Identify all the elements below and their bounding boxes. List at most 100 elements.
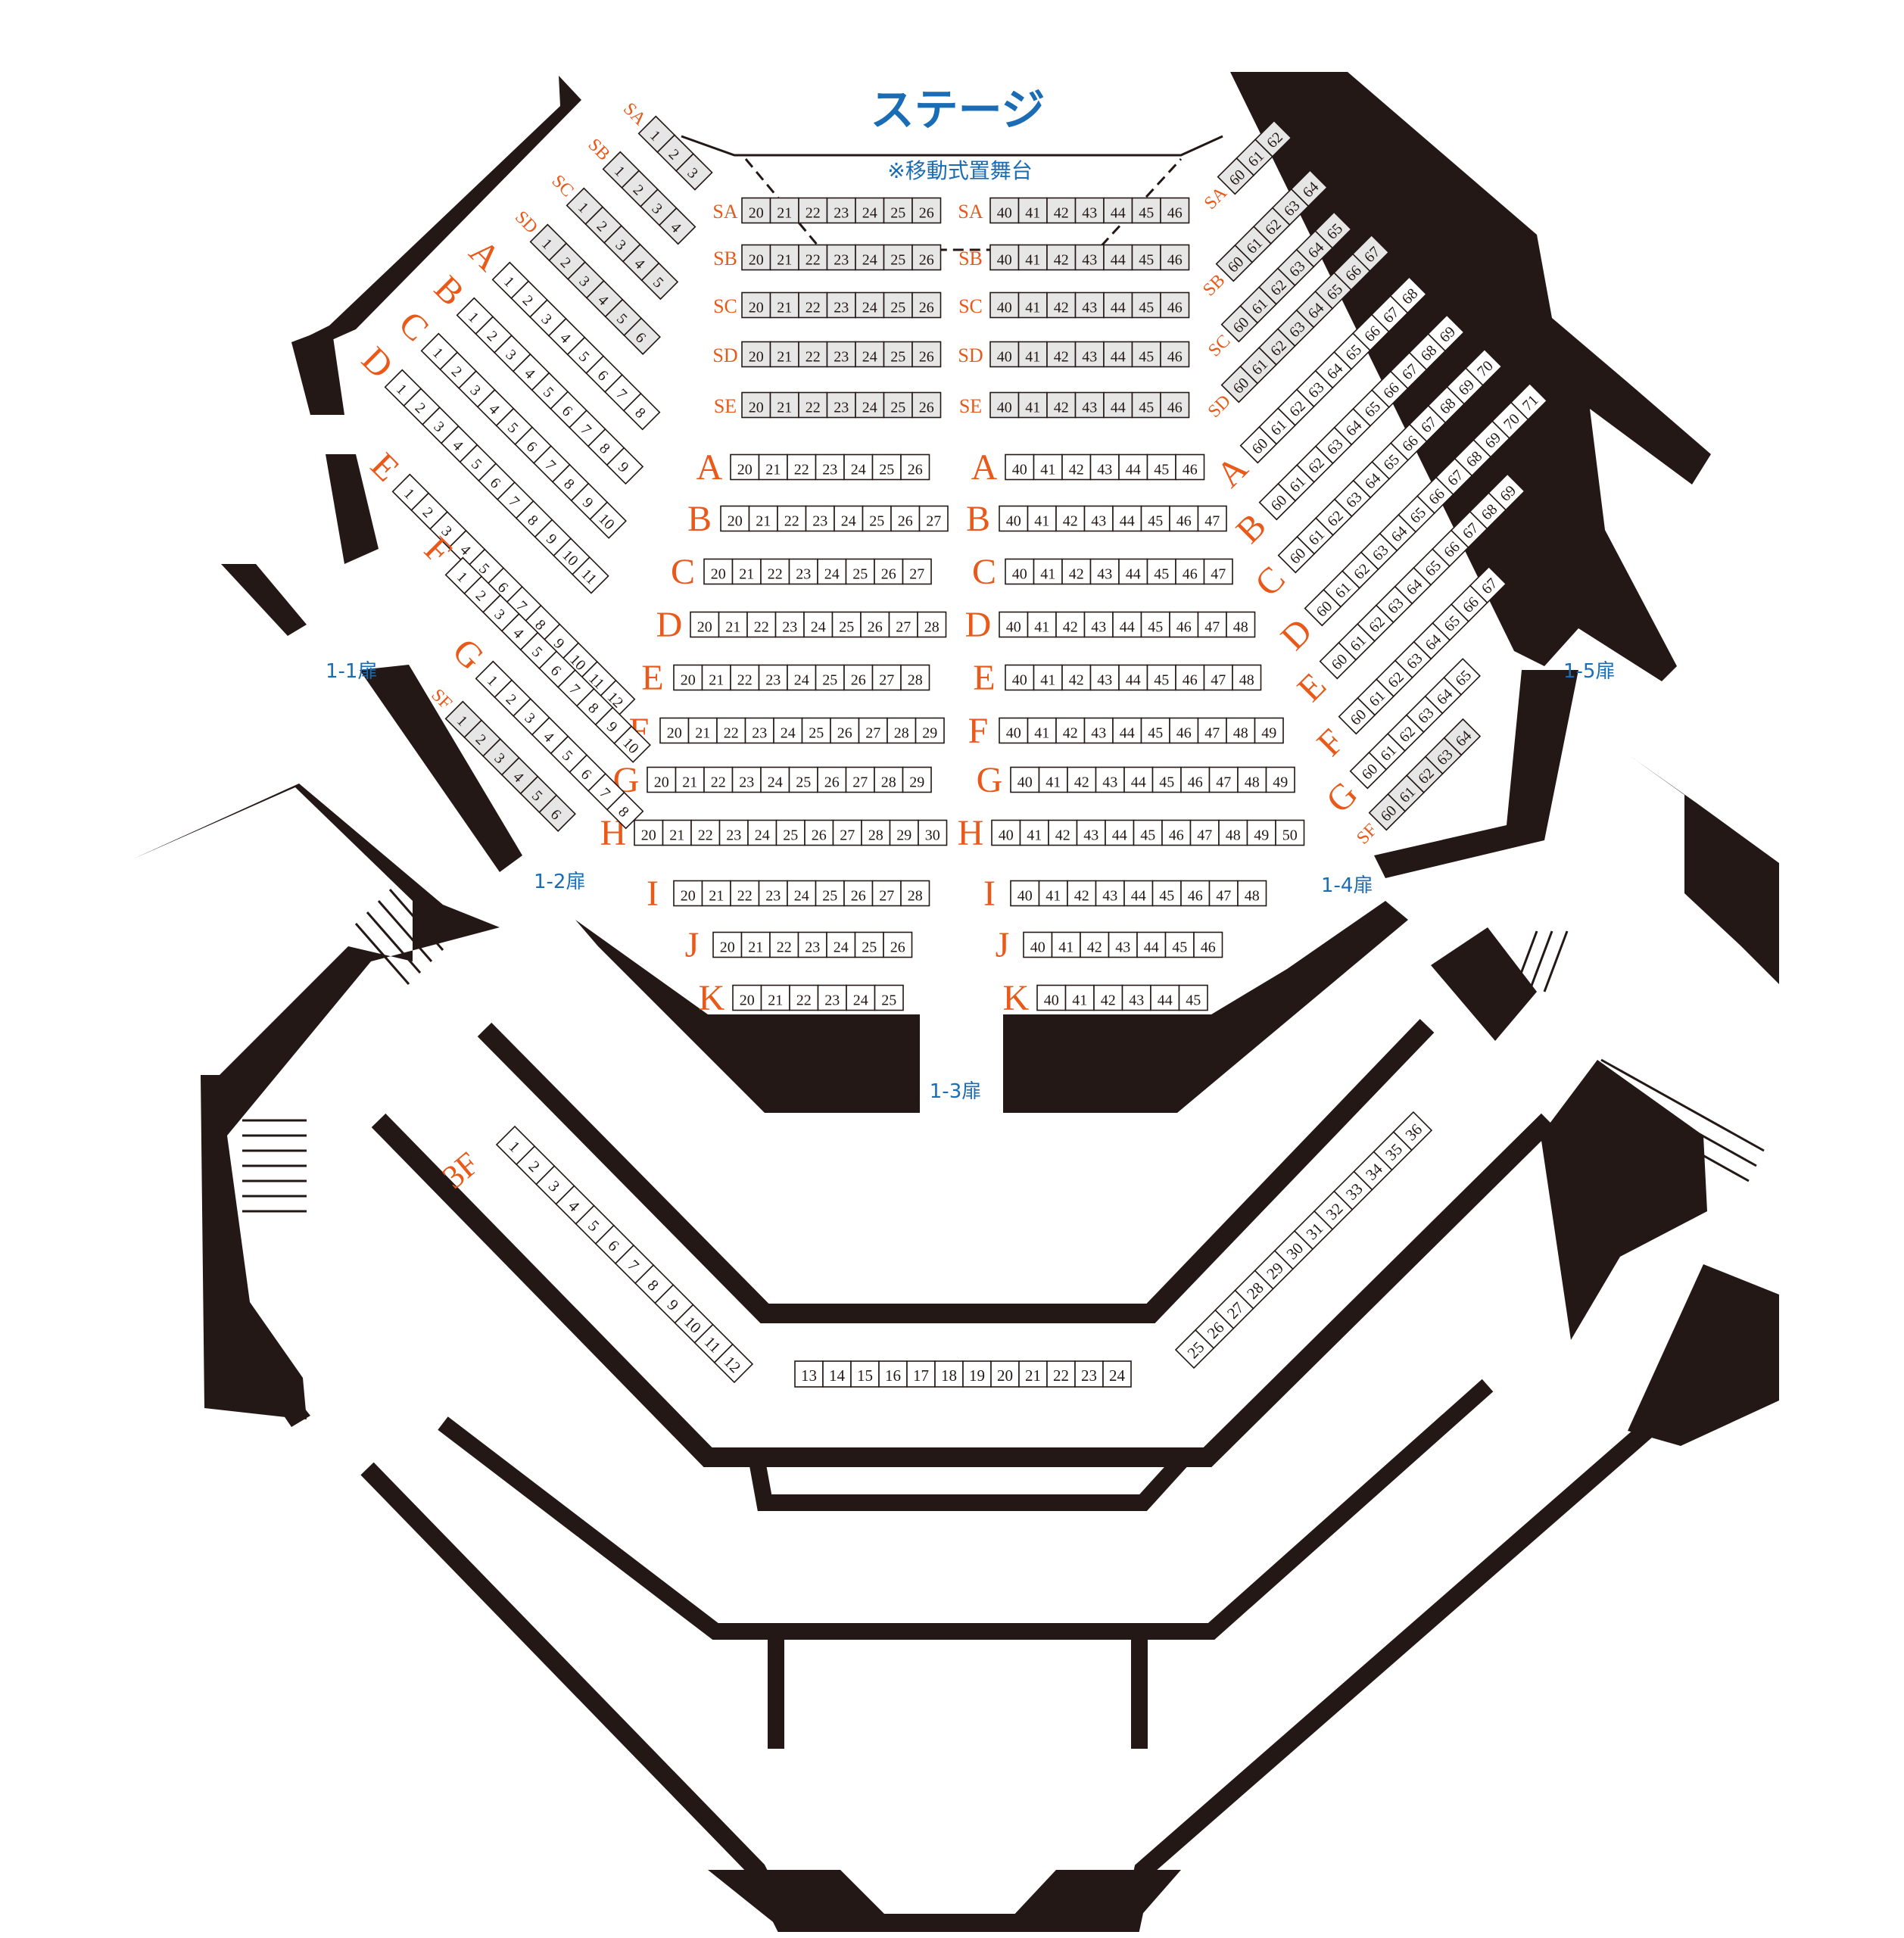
seat-F-21[interactable] <box>687 717 718 744</box>
seat-I-42[interactable] <box>1067 880 1097 907</box>
seat-J-26[interactable] <box>883 931 913 958</box>
seat-SD-45[interactable] <box>1131 341 1161 368</box>
seat-SB-64[interactable] <box>1290 169 1329 207</box>
seat-G-46[interactable] <box>1180 766 1211 793</box>
seat-A-68[interactable] <box>1389 276 1428 314</box>
seat-H-45[interactable] <box>1133 819 1163 846</box>
seat-SE-26[interactable] <box>911 391 942 419</box>
seat-SC-40[interactable] <box>989 291 1020 319</box>
seat-C-22[interactable] <box>760 558 790 585</box>
balcony-seat-21[interactable] <box>1018 1360 1048 1388</box>
seat-G-65[interactable] <box>1443 658 1481 696</box>
seat-H-24[interactable] <box>747 819 777 846</box>
seat-E-42[interactable] <box>1061 664 1092 691</box>
seat-B-22[interactable] <box>777 505 807 532</box>
seat-SF-6[interactable] <box>538 794 576 832</box>
seat-E-23[interactable] <box>758 664 788 691</box>
seat-G-28[interactable] <box>874 766 904 793</box>
seat-SB-24[interactable] <box>855 244 885 271</box>
seat-B-27[interactable] <box>918 505 949 532</box>
seat-C-20[interactable] <box>703 558 734 585</box>
seat-SA-25[interactable] <box>883 197 913 224</box>
seat-A-26[interactable] <box>900 453 930 481</box>
seat-A-43[interactable] <box>1089 453 1120 481</box>
seat-B-26[interactable] <box>890 505 921 532</box>
seat-C-70[interactable] <box>1465 348 1503 386</box>
seat-SA-24[interactable] <box>855 197 885 224</box>
seat-H-20[interactable] <box>634 819 664 846</box>
seat-E-27[interactable] <box>871 664 902 691</box>
balcony-seat-13[interactable] <box>794 1360 824 1388</box>
seat-SB-26[interactable] <box>911 244 942 271</box>
balcony-seat-15[interactable] <box>850 1360 880 1388</box>
seat-A-22[interactable] <box>787 453 817 481</box>
balcony-seat-12[interactable] <box>713 1343 754 1384</box>
seat-A-46[interactable] <box>1175 453 1205 481</box>
seat-F-24[interactable] <box>773 717 803 744</box>
seat-I-45[interactable] <box>1151 880 1182 907</box>
seat-E-40[interactable] <box>1005 664 1035 691</box>
seat-SD-6[interactable] <box>623 317 661 355</box>
seat-H-27[interactable] <box>832 819 862 846</box>
seat-F-49[interactable] <box>1254 717 1284 744</box>
seat-SD-26[interactable] <box>911 341 942 368</box>
seat-K-44[interactable] <box>1150 984 1180 1011</box>
seat-SD-44[interactable] <box>1103 341 1133 368</box>
seat-E-21[interactable] <box>701 664 731 691</box>
seat-G-26[interactable] <box>817 766 847 793</box>
seat-J-20[interactable] <box>712 931 743 958</box>
balcony-seat-20[interactable] <box>990 1360 1020 1388</box>
seat-C-10[interactable] <box>589 501 627 539</box>
seat-B-45[interactable] <box>1140 505 1170 532</box>
seat-SC-24[interactable] <box>855 291 885 319</box>
seat-SD-23[interactable] <box>826 341 856 368</box>
seat-D-43[interactable] <box>1083 611 1114 638</box>
seat-B-69[interactable] <box>1427 314 1465 352</box>
seat-E-44[interactable] <box>1118 664 1148 691</box>
seat-SE-23[interactable] <box>826 391 856 419</box>
seat-J-46[interactable] <box>1193 931 1223 958</box>
seat-SC-25[interactable] <box>883 291 913 319</box>
seat-K-23[interactable] <box>817 984 847 1011</box>
seat-J-24[interactable] <box>826 931 856 958</box>
seat-D-25[interactable] <box>831 611 862 638</box>
seat-F-42[interactable] <box>1055 717 1086 744</box>
seat-D-71[interactable] <box>1510 382 1548 421</box>
seat-A-20[interactable] <box>730 453 760 481</box>
seat-D-40[interactable] <box>999 611 1029 638</box>
seat-K-25[interactable] <box>874 984 904 1011</box>
seat-G-49[interactable] <box>1265 766 1295 793</box>
seat-D-23[interactable] <box>774 611 805 638</box>
seat-SB-20[interactable] <box>741 244 771 271</box>
seat-C-27[interactable] <box>902 558 932 585</box>
seat-SC-65[interactable] <box>1314 211 1352 249</box>
seat-SC-26[interactable] <box>911 291 942 319</box>
seat-SE-21[interactable] <box>769 391 799 419</box>
seat-I-22[interactable] <box>730 880 760 907</box>
seat-SE-20[interactable] <box>741 391 771 419</box>
seat-E-26[interactable] <box>843 664 874 691</box>
seat-J-43[interactable] <box>1108 931 1138 958</box>
seat-A-24[interactable] <box>843 453 874 481</box>
seat-SE-24[interactable] <box>855 391 885 419</box>
seat-F-25[interactable] <box>801 717 831 744</box>
seat-C-47[interactable] <box>1203 558 1233 585</box>
balcony-seat-19[interactable] <box>962 1360 992 1388</box>
seat-SB-41[interactable] <box>1017 244 1048 271</box>
seat-SA-45[interactable] <box>1131 197 1161 224</box>
seat-SA-22[interactable] <box>798 197 828 224</box>
seat-SC-46[interactable] <box>1160 291 1190 319</box>
seat-SA-26[interactable] <box>911 197 942 224</box>
seat-K-41[interactable] <box>1064 984 1095 1011</box>
seat-E-48[interactable] <box>1232 664 1262 691</box>
seat-H-47[interactable] <box>1189 819 1220 846</box>
seat-SC-20[interactable] <box>741 291 771 319</box>
seat-SA-41[interactable] <box>1017 197 1048 224</box>
seat-SE-22[interactable] <box>798 391 828 419</box>
seat-C-44[interactable] <box>1118 558 1148 585</box>
seat-C-23[interactable] <box>788 558 818 585</box>
seat-E-24[interactable] <box>787 664 817 691</box>
seat-J-40[interactable] <box>1023 931 1053 958</box>
seat-F-27[interactable] <box>858 717 888 744</box>
seat-SB-22[interactable] <box>798 244 828 271</box>
